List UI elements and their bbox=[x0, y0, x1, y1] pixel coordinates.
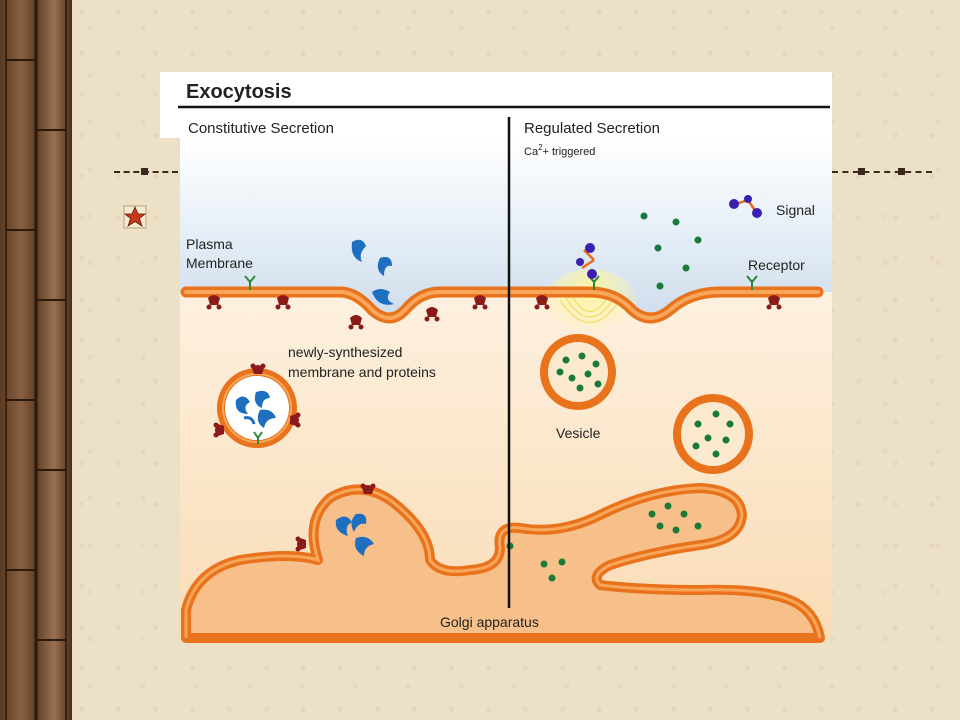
secretory-vesicle-1 bbox=[540, 334, 616, 410]
left-heading: Constitutive Secretion bbox=[188, 120, 334, 137]
golgi-label: Golgi apparatus bbox=[440, 614, 539, 630]
right-heading: Regulated Secretion bbox=[524, 120, 660, 137]
newly-synthesized-label-line2: membrane and proteins bbox=[288, 364, 436, 380]
slide-rule-right bbox=[832, 171, 932, 175]
constitutive-vesicle bbox=[213, 363, 301, 448]
golgi-proteins bbox=[295, 483, 376, 552]
vesicle-label: Vesicle bbox=[556, 425, 601, 441]
calcium-trigger-label: Ca2+ triggered bbox=[524, 143, 595, 158]
plasma-membrane-label-line1: Plasma bbox=[186, 236, 233, 252]
rule-dot bbox=[858, 168, 865, 175]
rule-dot bbox=[898, 168, 905, 175]
header-panel bbox=[160, 72, 832, 138]
membrane-proteins bbox=[206, 295, 782, 330]
receptor-label: Receptor bbox=[748, 257, 805, 273]
signal-molecule-icon bbox=[729, 195, 762, 218]
star-bullet-icon bbox=[123, 205, 147, 229]
wood-border-bar bbox=[0, 0, 72, 720]
newly-synthesized-label-line1: newly-synthesized bbox=[288, 344, 402, 360]
glow-rings bbox=[559, 295, 621, 324]
rule-dot bbox=[141, 168, 148, 175]
diagram-title: Exocytosis bbox=[186, 81, 292, 103]
plasma-membrane-inner bbox=[184, 290, 820, 320]
secretory-vesicle-2 bbox=[673, 394, 753, 474]
extracellular-space bbox=[180, 138, 832, 318]
golgi-granules bbox=[506, 502, 702, 582]
blue-cargo-released bbox=[351, 239, 394, 305]
golgi-membrane-inner bbox=[184, 486, 822, 639]
released-granules bbox=[640, 212, 702, 290]
plasma-membrane-label-line2: Membrane bbox=[186, 255, 253, 271]
receptor-icons bbox=[244, 275, 758, 290]
golgi-blue-cargo bbox=[335, 513, 374, 556]
bound-signal-icon bbox=[576, 243, 597, 279]
signal-label: Signal bbox=[776, 202, 815, 218]
